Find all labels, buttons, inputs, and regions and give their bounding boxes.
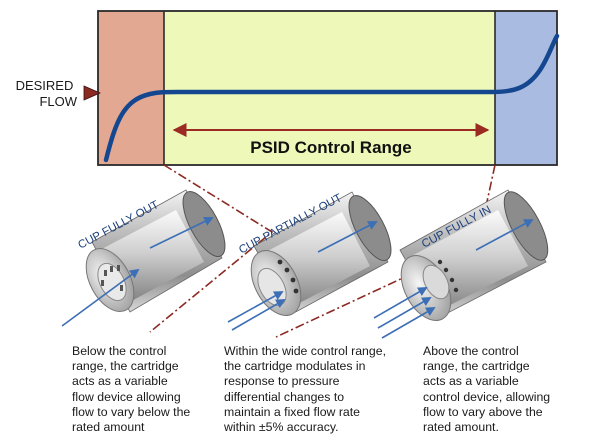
cartridge-cup-fully-out: CUP FULLY OUT [61,189,226,327]
caption-below-range: Below the control range, the cartridge a… [72,344,190,435]
caption-line: differential changes to [224,389,345,404]
caption-line: range, the cartridge [72,359,179,374]
cartridge-cup-fully-in: CUP FULLY IN [373,189,549,339]
caption-line: rated amount. [423,420,499,435]
caption-line: Below the control [72,344,167,358]
caption-within-range: Within the wide control range, the cartr… [224,344,386,435]
caption-line: acts as a variable [72,374,168,389]
caption-line: control device, allowing [423,389,551,404]
caption-line: range, the cartridge [423,359,530,374]
cartridge-cup-partially-out: CUP PARTIALLY OUT [227,191,392,331]
control-range-zone [164,11,495,165]
caption-line: flow device allowing [72,389,181,404]
caption-line: Within the wide control range, [224,344,386,358]
desired-flow-label: DESIRED FLOW [16,78,78,109]
caption-line: rated amount [72,420,145,435]
caption-line: acts as a variable [423,374,519,389]
caption-line: flow to vary above the [423,404,543,419]
caption-line: Above the control [423,344,519,358]
graph-frame [97,10,558,166]
flow-graph: PSID Control Range [97,10,560,166]
flow-curve [103,33,560,163]
control-range-label: PSID Control Range [250,138,412,157]
caption-above-range: Above the control range, the cartridge a… [423,344,550,435]
above-range-zone [495,11,557,165]
caption-line: flow to vary below the [72,404,191,419]
below-range-zone [98,11,164,165]
caption-line: the cartridge modulates in [224,359,366,374]
range-boundary-guides [149,164,496,338]
caption-line: maintain a fixed flow rate [224,404,361,419]
desired-flow-pointer [83,85,101,101]
caption-line: response to pressure [224,374,340,389]
caption-line: within ±5% accuracy. [224,420,339,435]
